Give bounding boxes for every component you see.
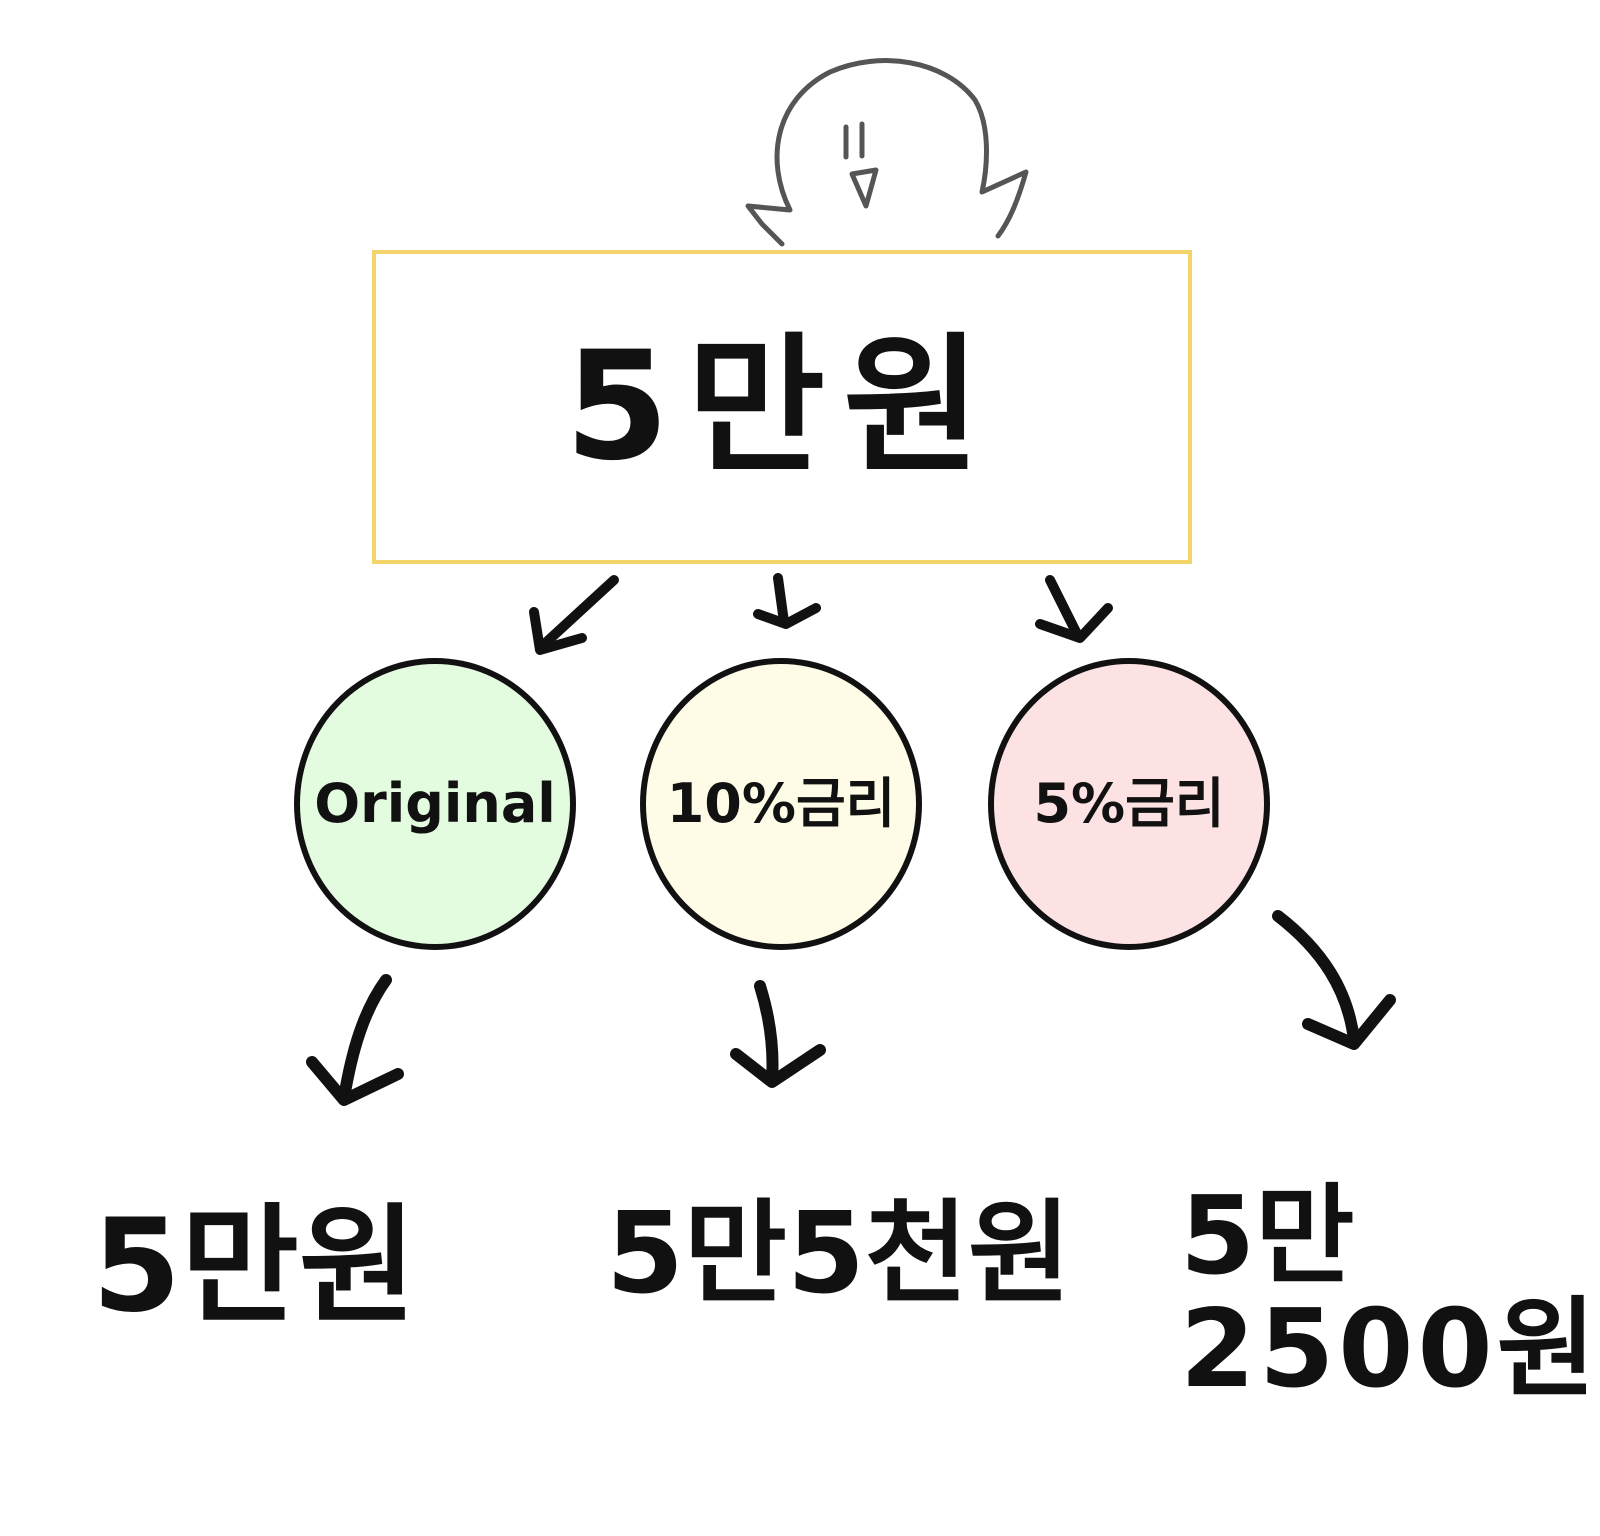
diagram-canvas: 5만원 Original 10%금리 5%금리 5만원 5만5천원 5만 250…: [92, 58, 1596, 1407]
node-five-percent-label: 5%금리: [1033, 772, 1225, 835]
node-five-percent: 5%금리: [988, 658, 1270, 950]
arrow-box-to-five-percent: [1035, 575, 1113, 643]
node-original: Original: [294, 658, 576, 950]
character-mouth: [849, 167, 879, 209]
result-five-percent: 5만 2500원: [1180, 1180, 1600, 1407]
arrow-box-to-ten-percent: [753, 573, 821, 629]
result-five-percent-line-2: 2500원: [1180, 1287, 1600, 1413]
result-ten-percent: 5만5천원: [606, 1189, 1071, 1319]
starting-amount-label: 5만원: [564, 320, 1000, 494]
arrow-original-to-result: [306, 974, 404, 1106]
result-five-percent-line-1: 5만: [1180, 1174, 1355, 1299]
arrow-ten-percent-to-result: [730, 980, 826, 1088]
node-ten-percent: 10%금리: [640, 658, 922, 950]
arrow-box-to-original: [529, 575, 619, 655]
starting-amount-box: 5만원: [372, 250, 1192, 564]
node-ten-percent-label: 10%금리: [666, 772, 896, 835]
result-original: 5만원: [92, 1192, 417, 1341]
arrow-five-percent-to-result: [1272, 910, 1396, 1050]
peeking-character-icon: [745, 58, 1029, 247]
connector-layer: [306, 58, 1396, 1106]
node-original-label: Original: [314, 772, 556, 835]
